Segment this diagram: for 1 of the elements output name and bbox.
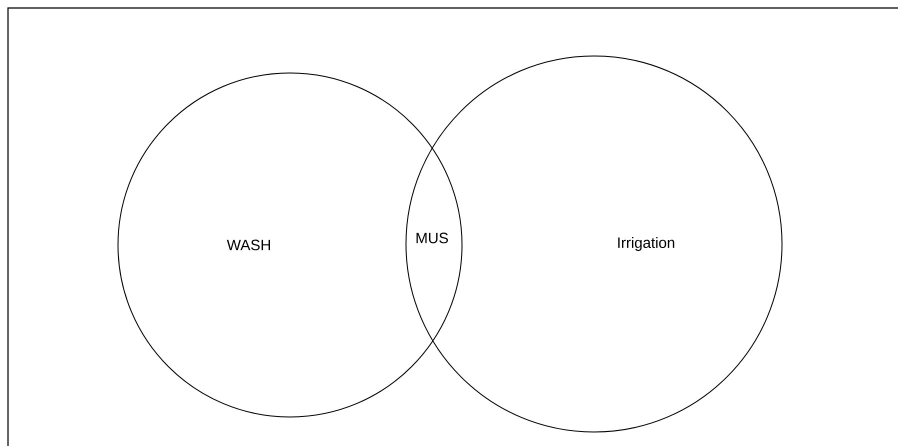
region-label: MUS <box>416 232 448 244</box>
